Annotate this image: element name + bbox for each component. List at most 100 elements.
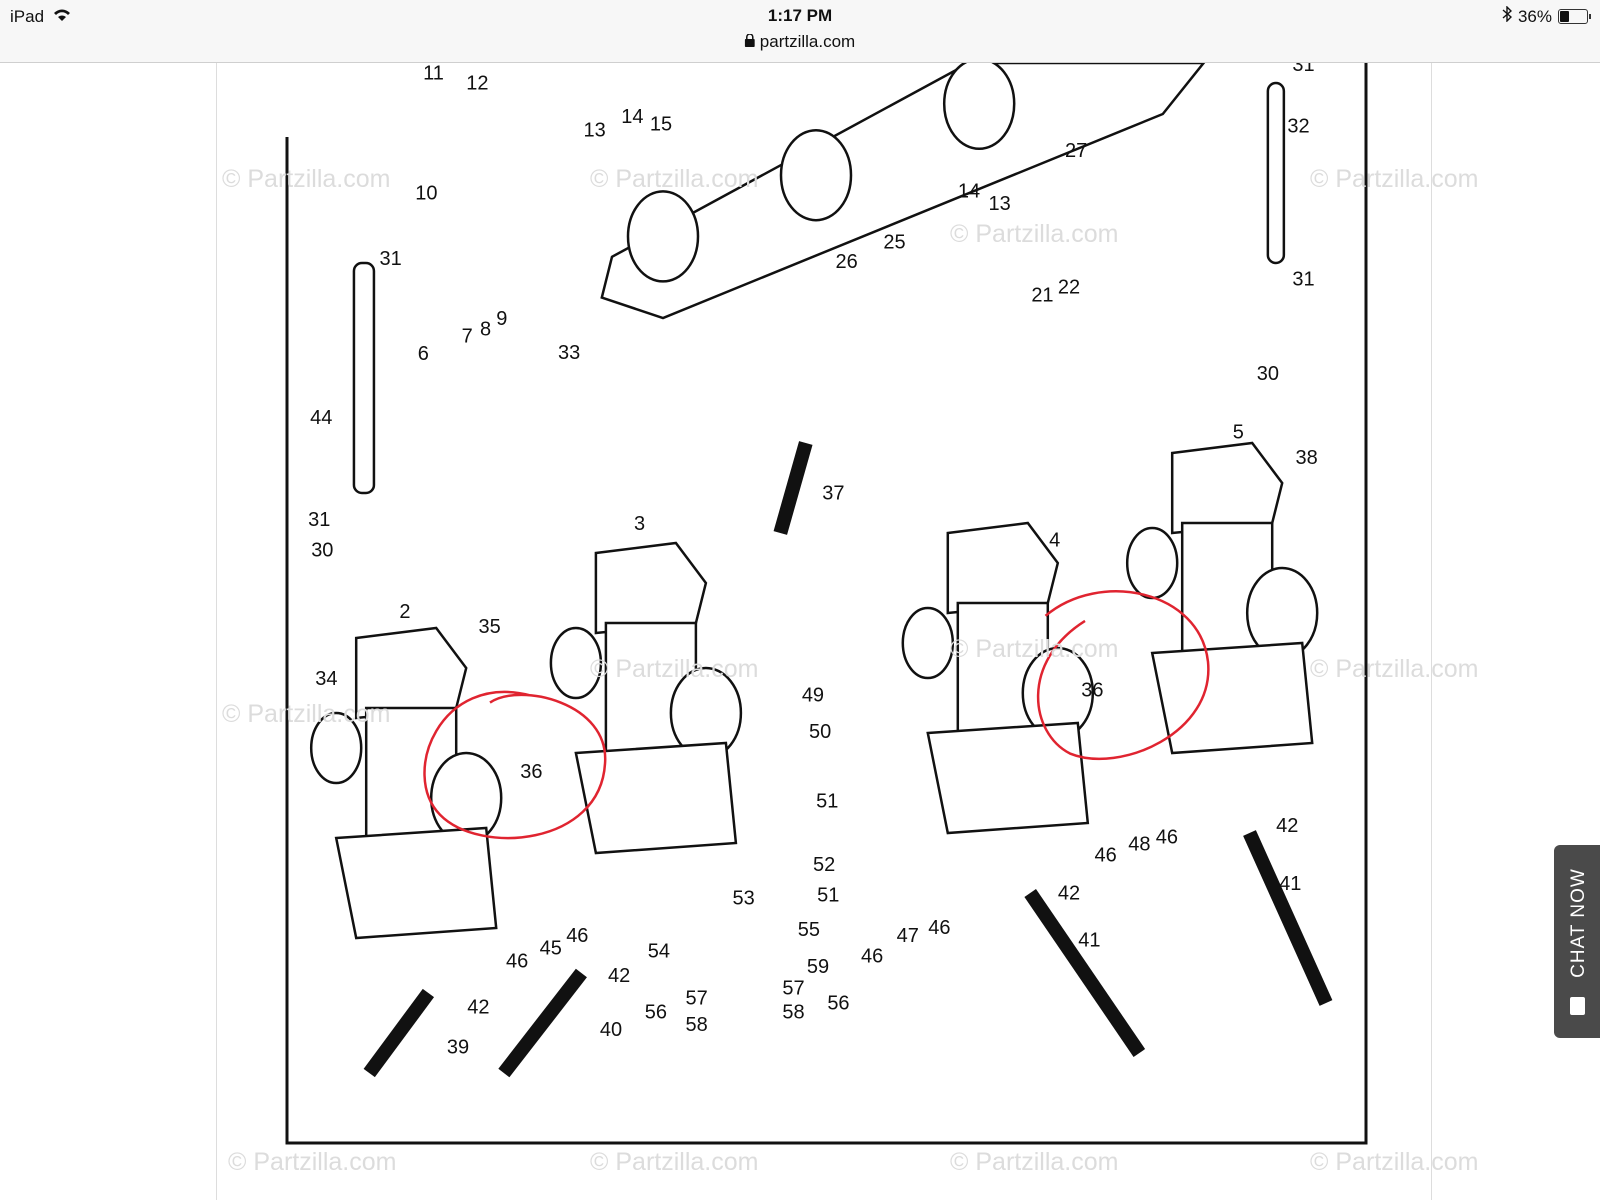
part-number-label: 39 bbox=[447, 1036, 469, 1058]
address-bar[interactable]: partzilla.com bbox=[744, 32, 856, 52]
part-number-label: 55 bbox=[798, 919, 820, 941]
device-name: iPad bbox=[10, 6, 45, 26]
watermark: © Partzilla.com bbox=[222, 165, 391, 193]
status-bar: iPad 1:17 PM partzilla.com 36% bbox=[0, 0, 1600, 63]
part-number-label: 46 bbox=[1156, 826, 1178, 848]
part-number-label: 36 bbox=[1081, 679, 1103, 701]
part-number-label: 35 bbox=[478, 616, 500, 638]
float-bowl bbox=[334, 826, 498, 940]
chat-now-label: CHAT NOW bbox=[1568, 868, 1589, 978]
part-number-label: 14 bbox=[621, 106, 643, 128]
chat-bubble-icon bbox=[1570, 997, 1585, 1015]
watermark: © Partzilla.com bbox=[950, 220, 1119, 248]
part-number-label: 44 bbox=[310, 407, 332, 429]
part-number-label: 42 bbox=[1058, 882, 1080, 904]
part-number-label: 42 bbox=[608, 965, 630, 987]
part-number-label: 14 bbox=[958, 181, 980, 203]
part-number-label: 41 bbox=[1078, 929, 1100, 951]
watermark: © Partzilla.com bbox=[950, 635, 1119, 663]
diagram-frame bbox=[285, 63, 1368, 1145]
part-number-label: 31 bbox=[380, 248, 402, 270]
part-number-label: 46 bbox=[861, 946, 883, 968]
manifold-port bbox=[942, 63, 1016, 151]
part-number-label: 51 bbox=[816, 791, 838, 813]
part-number-label: 36 bbox=[520, 761, 542, 783]
float-bowl bbox=[926, 721, 1090, 835]
carb-inlet bbox=[901, 606, 955, 680]
hose bbox=[773, 441, 813, 535]
url-text: partzilla.com bbox=[759, 32, 856, 51]
part-number-label: 52 bbox=[813, 854, 835, 876]
part-number-label: 51 bbox=[817, 884, 839, 906]
part-number-label: 42 bbox=[1276, 815, 1298, 837]
part-number-label: 50 bbox=[809, 721, 831, 743]
part-number-label: 45 bbox=[540, 937, 562, 959]
part-number-label: 58 bbox=[782, 1002, 804, 1024]
part-number-label: 9 bbox=[496, 308, 507, 330]
part-number-label: 46 bbox=[566, 925, 588, 947]
part-number-label: 13 bbox=[988, 193, 1010, 215]
part-number-label: 31 bbox=[308, 509, 330, 531]
part-number-label: 57 bbox=[686, 987, 708, 1009]
intake-manifold bbox=[600, 63, 1206, 320]
hose bbox=[1243, 830, 1333, 1006]
watermark: © Partzilla.com bbox=[228, 1148, 397, 1176]
vent-tube bbox=[1266, 81, 1286, 265]
part-number-label: 7 bbox=[462, 325, 473, 347]
part-number-label: 10 bbox=[415, 183, 437, 205]
float-bowl bbox=[574, 741, 738, 855]
part-number-label: 41 bbox=[1279, 873, 1301, 895]
part-number-label: 49 bbox=[802, 685, 824, 707]
carb-top-cover bbox=[354, 626, 468, 720]
part-number-label: 25 bbox=[883, 232, 905, 254]
red-circle-annotation bbox=[1036, 590, 1210, 761]
carb-inlet bbox=[549, 626, 603, 700]
part-number-label: 27 bbox=[1065, 140, 1087, 162]
hose bbox=[498, 968, 587, 1078]
part-number-label: 42 bbox=[467, 997, 489, 1019]
manifold-port bbox=[779, 128, 853, 222]
part-number-label: 31 bbox=[1292, 63, 1314, 76]
carburetor bbox=[549, 541, 743, 855]
red-circle-annotation bbox=[423, 690, 607, 840]
part-number-label: 6 bbox=[418, 343, 429, 365]
watermark: © Partzilla.com bbox=[1310, 655, 1479, 683]
part-number-label: 40 bbox=[600, 1019, 622, 1041]
wifi-icon bbox=[52, 6, 72, 27]
carb-inlet bbox=[1125, 526, 1179, 600]
part-number-label: 46 bbox=[928, 917, 950, 939]
watermark: © Partzilla.com bbox=[590, 165, 759, 193]
part-number-label: 59 bbox=[807, 956, 829, 978]
part-number-label: 53 bbox=[732, 888, 754, 910]
part-number-label: 12 bbox=[466, 73, 488, 95]
watermark: © Partzilla.com bbox=[1310, 1148, 1479, 1176]
carburetor bbox=[1125, 441, 1319, 755]
part-number-label: 15 bbox=[650, 113, 672, 135]
part-number-label: 26 bbox=[835, 251, 857, 273]
part-number-label: 30 bbox=[1257, 363, 1279, 385]
watermark: © Partzilla.com bbox=[590, 1148, 759, 1176]
hose bbox=[363, 988, 435, 1078]
part-number-label: 33 bbox=[558, 342, 580, 364]
vent-tube bbox=[352, 261, 376, 495]
chat-now-button[interactable]: CHAT NOW bbox=[1554, 845, 1600, 1038]
carburetor bbox=[901, 521, 1095, 835]
part-number-label: 3 bbox=[634, 513, 645, 535]
part-number-label: 30 bbox=[311, 540, 333, 562]
watermark: © Partzilla.com bbox=[1310, 165, 1479, 193]
battery-icon bbox=[1558, 9, 1591, 24]
float-bowl bbox=[1150, 641, 1314, 755]
part-number-label: 57 bbox=[782, 977, 804, 999]
battery-percent: 36% bbox=[1517, 6, 1552, 26]
part-number-label: 48 bbox=[1128, 833, 1150, 855]
part-number-label: 56 bbox=[827, 993, 849, 1015]
part-number-label: 54 bbox=[648, 941, 670, 963]
part-number-label: 32 bbox=[1287, 115, 1309, 137]
hose bbox=[1024, 889, 1146, 1057]
bluetooth-icon bbox=[1502, 5, 1512, 27]
part-number-label: 38 bbox=[1295, 447, 1317, 469]
carb-top-cover bbox=[594, 541, 708, 635]
clock: 1:17 PM bbox=[767, 6, 833, 25]
lock-icon bbox=[744, 32, 755, 52]
